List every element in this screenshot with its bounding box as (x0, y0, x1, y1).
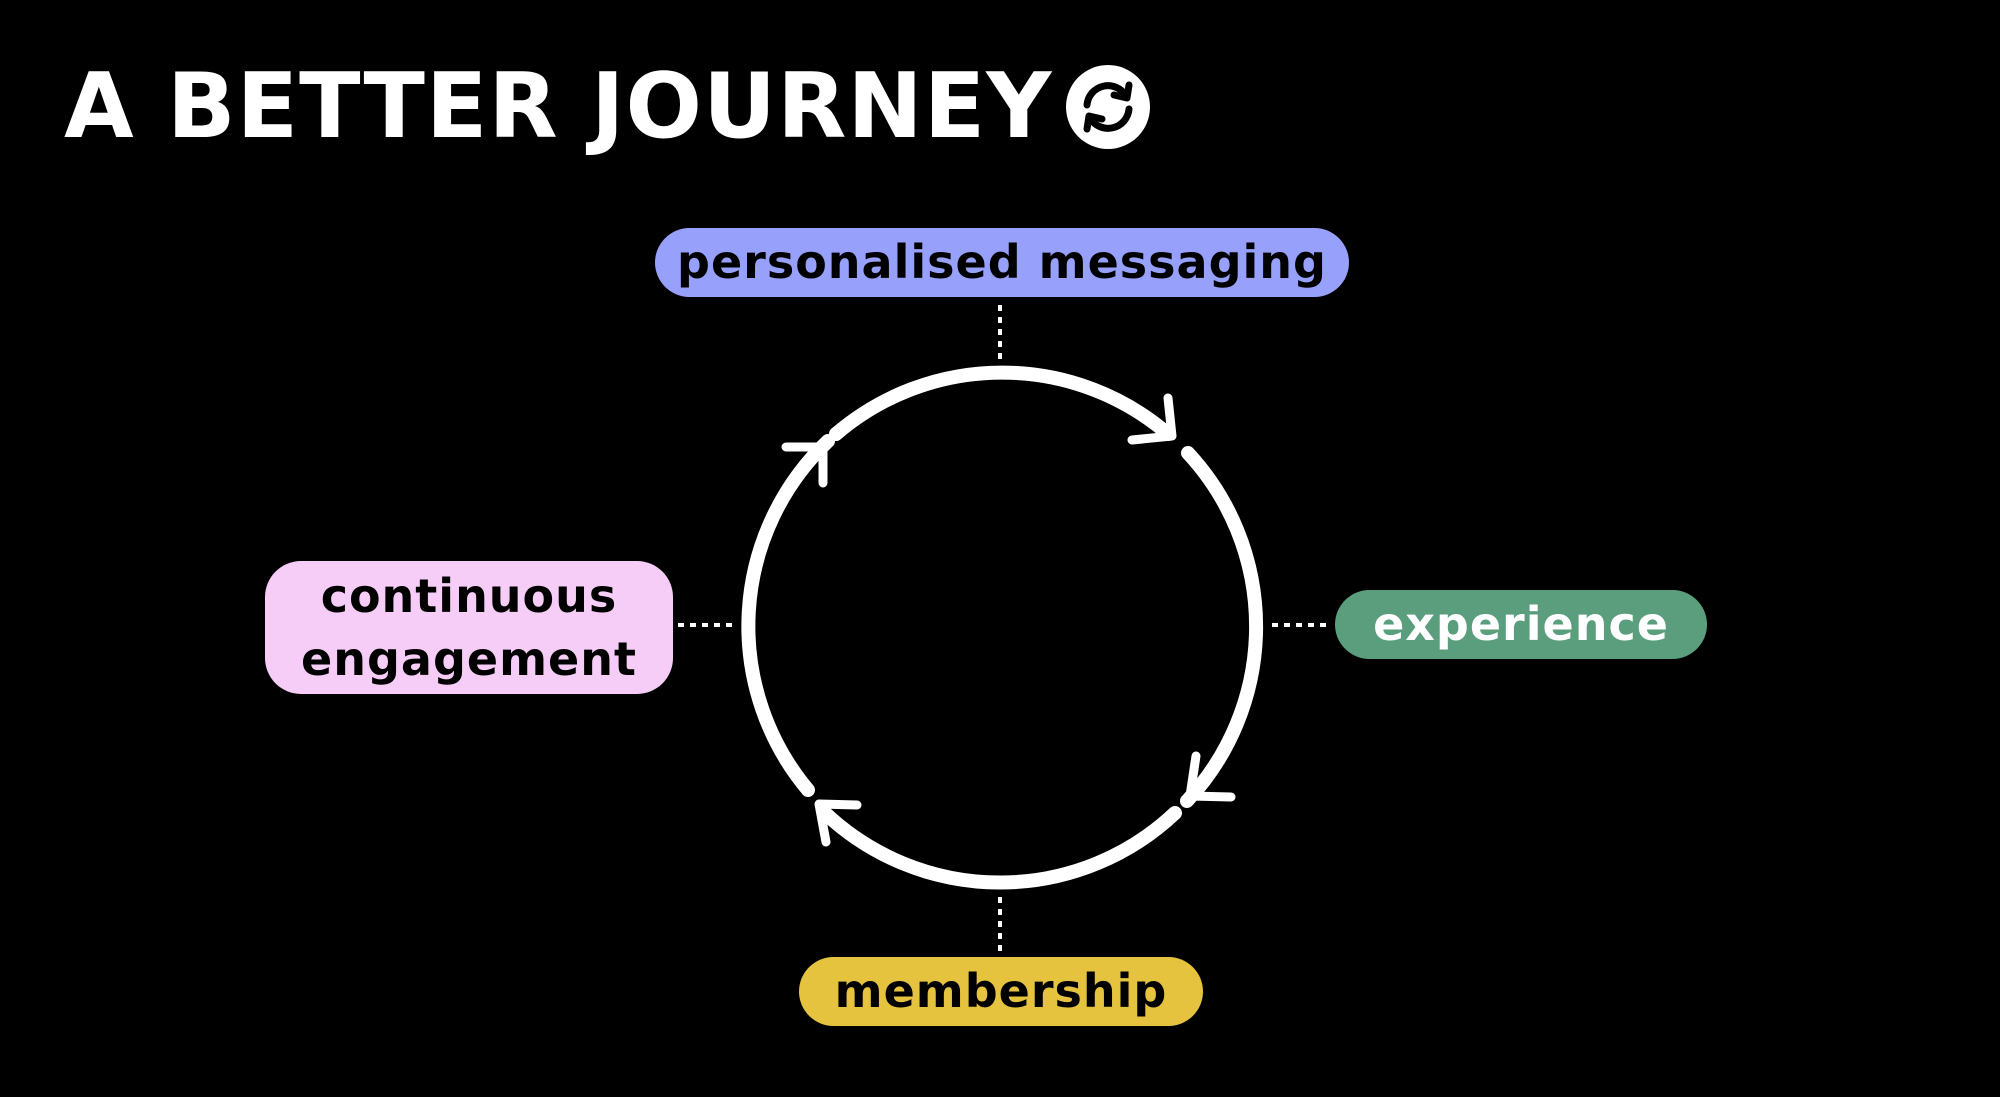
arc-right-to-bottom (1180, 446, 1264, 808)
stage-label: membership (834, 964, 1168, 1019)
stage-membership: membership (799, 957, 1203, 1026)
refresh-cycle-icon (1066, 65, 1151, 149)
stage-experience: experience (1335, 590, 1707, 659)
stage-label: continuous engagement (301, 569, 637, 686)
page-title-text: A BETTER JOURNEY (64, 54, 1053, 159)
arrowhead-top-right (1127, 393, 1177, 445)
stage-label: personalised messaging (677, 235, 1327, 290)
stage-continuous-engagement: continuous engagement (265, 561, 673, 694)
arc-left-to-top (741, 434, 835, 797)
arrowhead-bottom-left (814, 799, 862, 847)
stage-label: experience (1373, 597, 1669, 652)
arrowhead-top-left (781, 442, 828, 488)
page-title: A BETTER JOURNEY (64, 52, 1151, 162)
stage-personalised-messaging: personalised messaging (655, 228, 1349, 297)
arc-bottom-to-left (818, 806, 1182, 890)
arc-top-to-right (829, 365, 1175, 441)
arrowhead-bottom-right (1185, 751, 1236, 802)
